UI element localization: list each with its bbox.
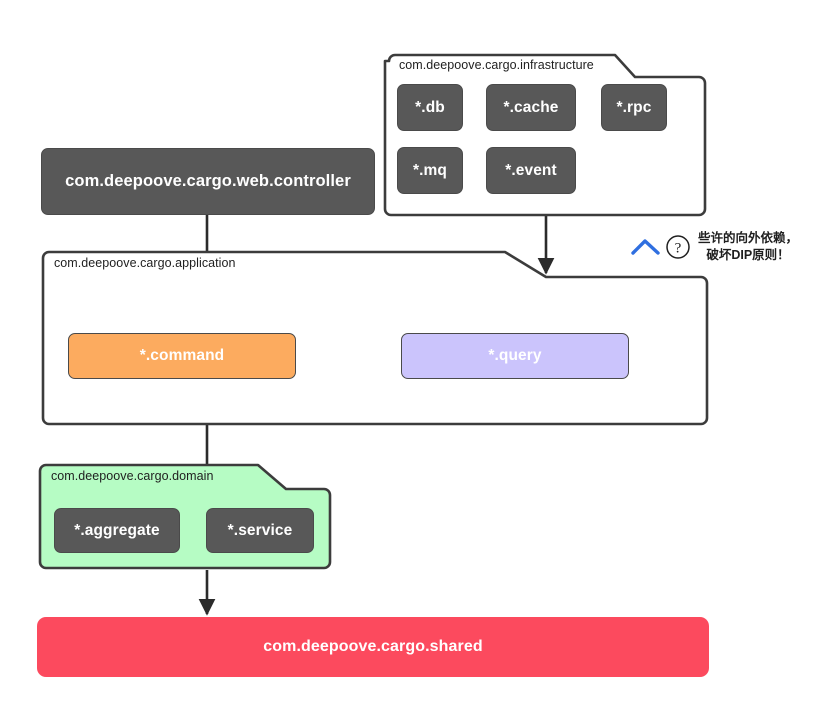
- package-application-label: com.deepoove.cargo.application: [54, 256, 236, 270]
- node-shared[interactable]: com.deepoove.cargo.shared: [37, 617, 709, 677]
- package-infrastructure-label: com.deepoove.cargo.infrastructure: [399, 58, 594, 72]
- chevron-up-icon: [631, 239, 660, 255]
- question-mark-glyph: ?: [675, 240, 682, 256]
- node-service-label: *.service: [227, 521, 293, 539]
- node-web-controller-label: com.deepoove.cargo.web.controller: [65, 172, 351, 191]
- node-event[interactable]: *.event: [486, 147, 576, 194]
- node-db-label: *.db: [415, 98, 445, 116]
- node-query[interactable]: *.query: [401, 333, 629, 379]
- node-aggregate-label: *.aggregate: [74, 521, 160, 539]
- node-mq[interactable]: *.mq: [397, 147, 463, 194]
- annotation-line-2: 破坏DIP原则！: [706, 247, 790, 262]
- node-service[interactable]: *.service: [206, 508, 314, 553]
- node-aggregate[interactable]: *.aggregate: [54, 508, 180, 553]
- node-command[interactable]: *.command: [68, 333, 296, 379]
- node-web-controller[interactable]: com.deepoove.cargo.web.controller: [41, 148, 375, 215]
- node-event-label: *.event: [505, 161, 557, 179]
- node-mq-label: *.mq: [413, 161, 447, 179]
- annotation-text: 些许的向外依赖， 破坏DIP原则！: [698, 230, 798, 264]
- node-query-label: *.query: [488, 347, 542, 365]
- package-application[interactable]: com.deepoove.cargo.application: [41, 250, 709, 426]
- node-cache-label: *.cache: [503, 98, 559, 116]
- node-rpc[interactable]: *.rpc: [601, 84, 667, 131]
- question-mark-icon[interactable]: ?: [665, 234, 691, 260]
- node-db[interactable]: *.db: [397, 84, 463, 131]
- node-cache[interactable]: *.cache: [486, 84, 576, 131]
- annotation-line-1: 些许的向外依赖，: [698, 231, 799, 245]
- dip-violation-annotation: ? 些许的向外依赖， 破坏DIP原则！: [630, 230, 798, 264]
- node-shared-label: com.deepoove.cargo.shared: [263, 637, 483, 655]
- package-domain-label: com.deepoove.cargo.domain: [51, 469, 214, 483]
- node-command-label: *.command: [139, 347, 225, 365]
- node-rpc-label: *.rpc: [616, 98, 652, 116]
